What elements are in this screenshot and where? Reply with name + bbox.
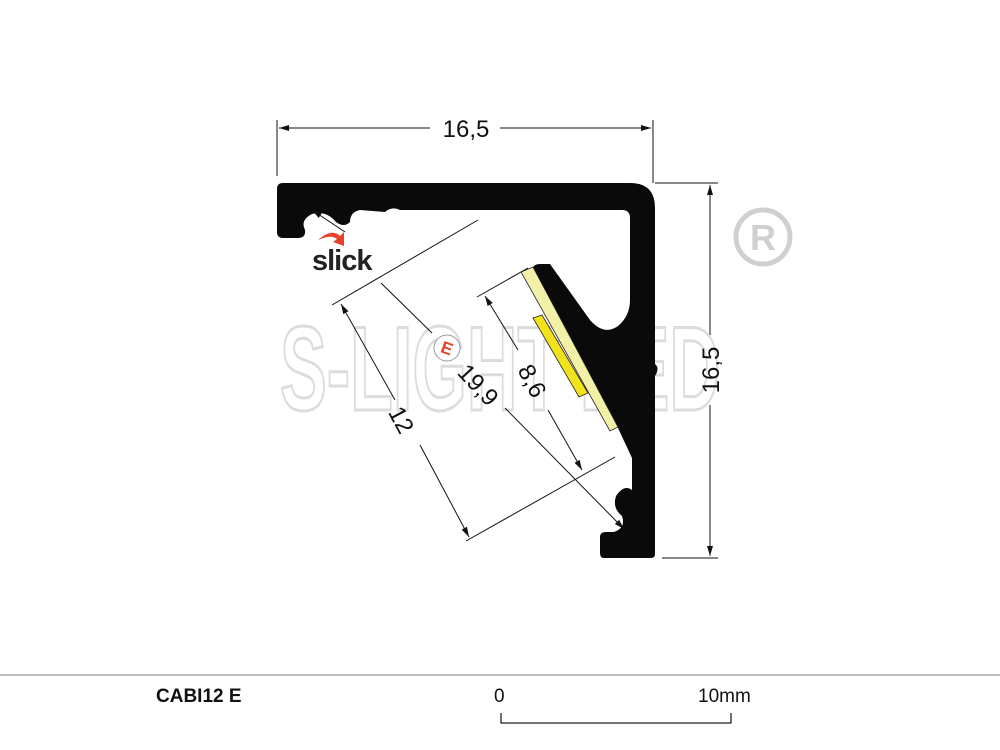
width-dimension <box>276 120 654 183</box>
slick-logo: slick <box>312 232 374 277</box>
registered-icon: R <box>750 217 776 258</box>
registered-mark: R <box>733 207 793 267</box>
variant-badge: E <box>433 334 461 362</box>
led-strip <box>532 314 589 398</box>
logo-arrow-icon <box>318 232 344 246</box>
height-dimension <box>655 182 718 559</box>
led-strip-pale <box>520 266 619 432</box>
product-code: CABI12 E <box>156 686 242 707</box>
logo-text: slick <box>312 245 373 277</box>
diagonal-dimensions <box>311 209 625 542</box>
scale-end-label: 10mm <box>698 686 751 707</box>
width-label: 16,5 <box>443 116 490 143</box>
scale-start-label: 0 <box>494 686 505 707</box>
height-label: 16,5 <box>698 347 725 394</box>
scale-bar <box>500 713 732 724</box>
